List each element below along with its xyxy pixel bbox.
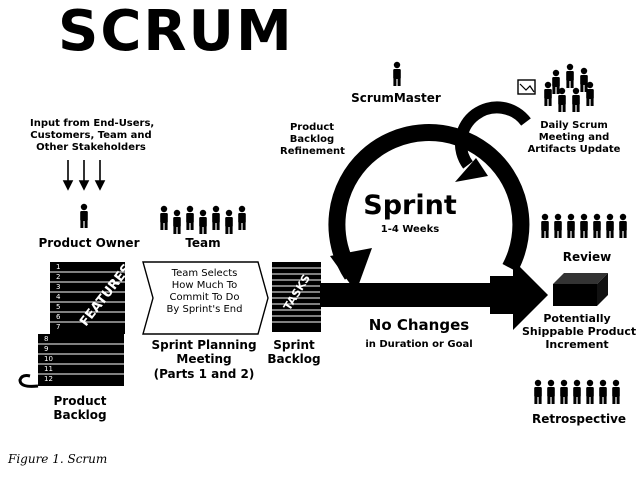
backlog-row-number: 5	[56, 303, 61, 311]
input-arrows	[62, 160, 106, 191]
no-changes-title: No Changes	[368, 316, 470, 334]
retrospective-people-icon	[534, 379, 620, 404]
product-owner-icon	[80, 203, 88, 228]
figure-caption: Figure 1. Scrum	[8, 452, 108, 466]
page-title: SCRUM	[58, 0, 294, 64]
backlog-row-number: 6	[56, 313, 61, 321]
review-label: Review	[562, 250, 612, 264]
backlog-row-number: 7	[56, 323, 61, 331]
backlog-row-number: 2	[56, 273, 61, 281]
backlog-row-number: 4	[56, 293, 61, 301]
sprint-duration: 1-4 Weeks	[380, 224, 440, 235]
backlog-row-number: 11	[44, 365, 53, 373]
review-people-icon	[541, 213, 627, 238]
sprint-output-arrow	[490, 260, 548, 330]
daily-scrum-group-icon	[517, 63, 594, 112]
product-owner-label: Product Owner	[38, 236, 140, 250]
retrospective-label: Retrospective	[531, 412, 627, 426]
backlog-row-number: 10	[44, 355, 53, 363]
scrummaster-icon	[393, 61, 401, 86]
backlog-row-number: 9	[44, 345, 49, 353]
daily-scrum-loop	[454, 101, 531, 182]
input-stakeholders-label: Input from End-Users,Customers, Team and…	[30, 118, 155, 153]
product-backlog-stack	[18, 262, 125, 388]
sprint-backlog-stack	[272, 262, 321, 332]
team-selects-chevron	[142, 261, 269, 335]
sprint-cycle	[320, 124, 548, 330]
no-changes-subtitle: in Duration or Goal	[365, 339, 473, 350]
backlog-row-number: 12	[44, 375, 53, 383]
scrummaster-label: ScrumMaster	[351, 91, 441, 105]
team-icon	[160, 205, 246, 234]
team-label: Team	[185, 236, 221, 250]
backlog-row-number: 8	[44, 335, 49, 343]
backlog-row-number: 1	[56, 263, 61, 271]
backlog-row-number: 3	[56, 283, 61, 291]
sprint-title: Sprint	[363, 190, 457, 221]
increment-cube	[553, 273, 608, 306]
